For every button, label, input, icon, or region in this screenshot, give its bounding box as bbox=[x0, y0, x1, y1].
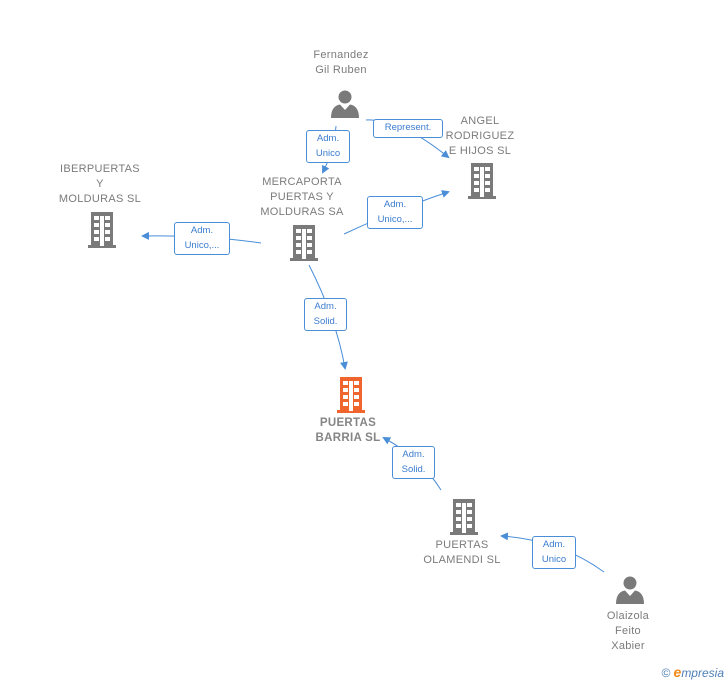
node-label-olaizola[interactable]: Olaizola Feito Xabier bbox=[606, 610, 650, 652]
relation-box-olamendi-barria[interactable]: Adm. Solid. bbox=[392, 446, 435, 479]
node-label-puertas-olamendi[interactable]: PUERTAS OLAMENDI SL bbox=[423, 539, 501, 566]
brand-logo: © empresia bbox=[661, 664, 724, 680]
node-label-fernandez[interactable]: Fernandez Gil Ruben bbox=[313, 49, 369, 76]
node-label-mercaporta[interactable]: MERCAPORTA PUERTAS Y MOLDURAS SA bbox=[260, 176, 344, 218]
copyright-symbol: © bbox=[661, 666, 671, 680]
relation-box-fernandez-angel[interactable]: Represent. bbox=[373, 119, 443, 138]
node-label-iberpuertas[interactable]: IBERPUERTAS Y MOLDURAS SL bbox=[58, 163, 142, 205]
node-label-angel-rodriguez[interactable]: ANGEL RODRIGUEZ E HIJOS SL bbox=[445, 115, 515, 157]
building-icon bbox=[450, 499, 478, 535]
main-company-building-icon bbox=[337, 377, 365, 413]
person-icon bbox=[331, 90, 359, 118]
node-label-puertas-barria[interactable]: PUERTAS BARRIA SL bbox=[315, 417, 381, 444]
relation-box-mercaporta-iberpuertas[interactable]: Adm. Unico,... bbox=[174, 222, 230, 255]
person-icon bbox=[616, 576, 644, 604]
building-icon bbox=[88, 212, 116, 248]
building-icon bbox=[290, 225, 318, 261]
relation-box-mercaporta-barria[interactable]: Adm. Solid. bbox=[304, 298, 347, 331]
relation-box-fernandez-mercaporta[interactable]: Adm. Unico bbox=[306, 130, 350, 163]
relation-box-mercaporta-angel[interactable]: Adm. Unico,... bbox=[367, 196, 423, 229]
building-icon bbox=[468, 163, 496, 199]
relation-box-olaizola-olamendi[interactable]: Adm. Unico bbox=[532, 536, 576, 569]
